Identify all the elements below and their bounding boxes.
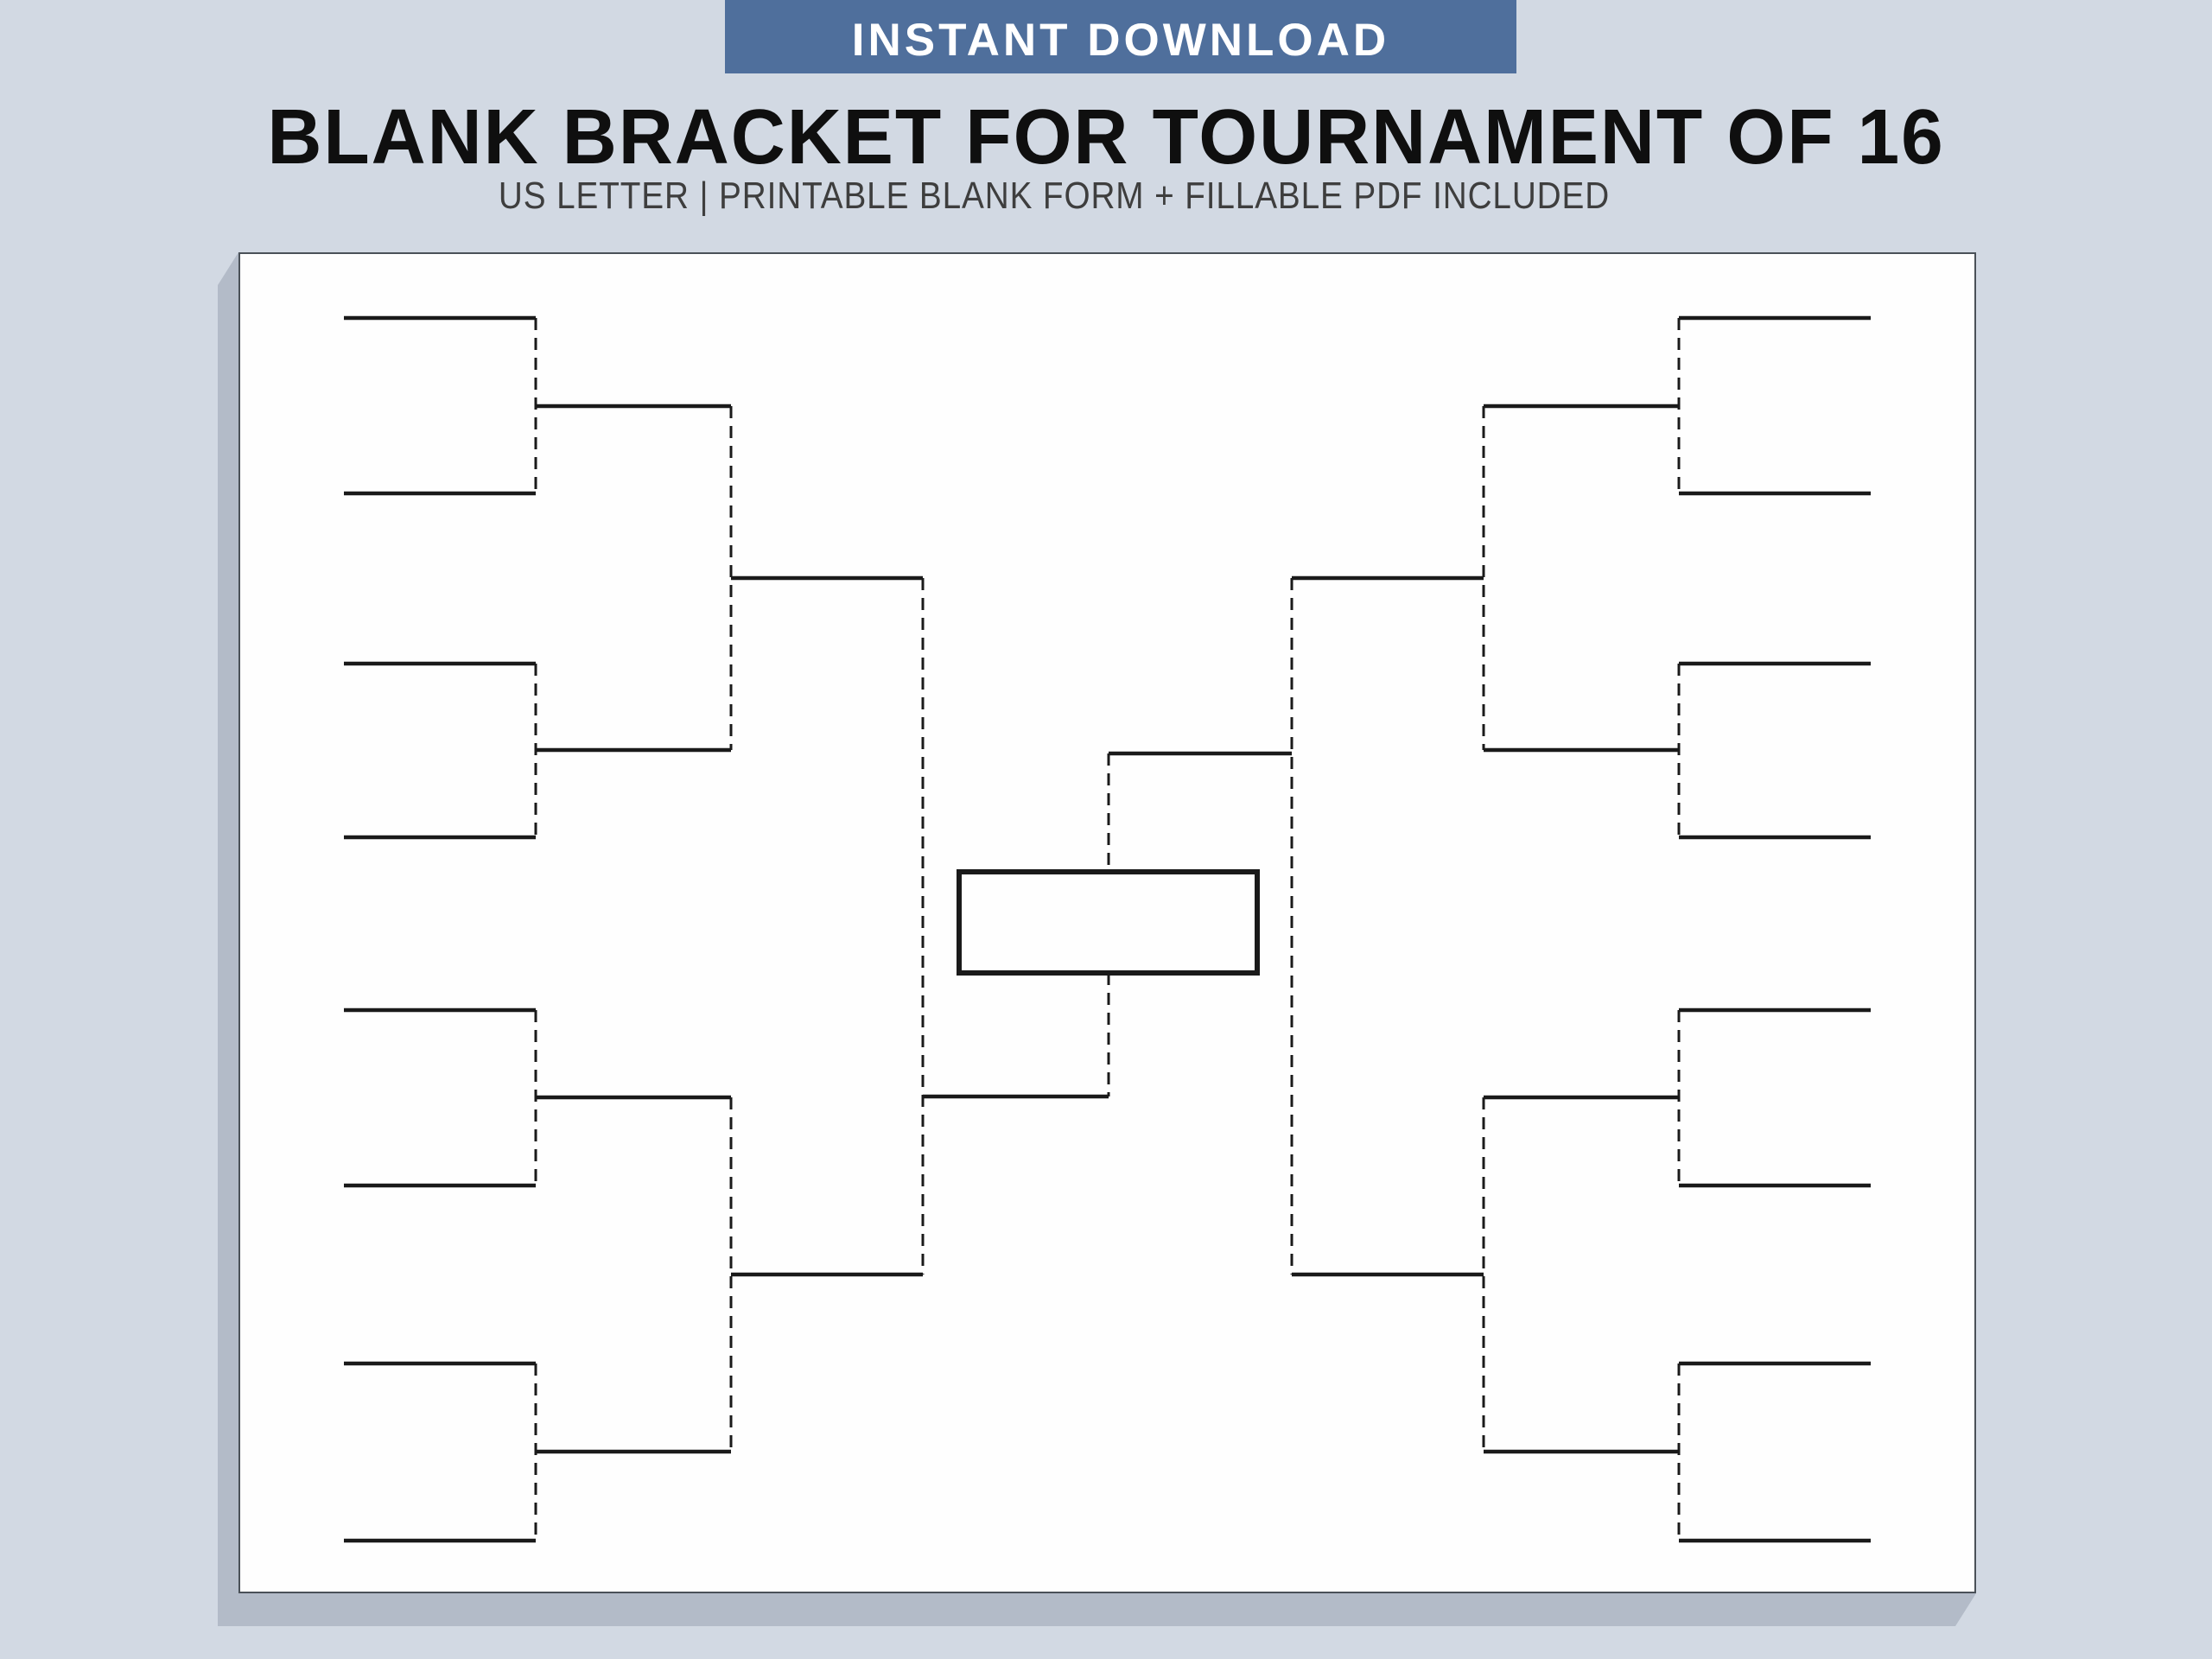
page-subtitle: US LETTER | PRINTABLE BLANK FORM + FILLA…	[498, 175, 1611, 217]
instant-download-banner: INSTANT DOWNLOAD	[725, 0, 1516, 73]
page-title: BLANK BRACKET FOR TOURNAMENT OF 16	[267, 94, 1945, 181]
letter-page	[238, 252, 1976, 1593]
banner-label: INSTANT DOWNLOAD	[851, 15, 1390, 66]
champion-box	[957, 869, 1260, 976]
